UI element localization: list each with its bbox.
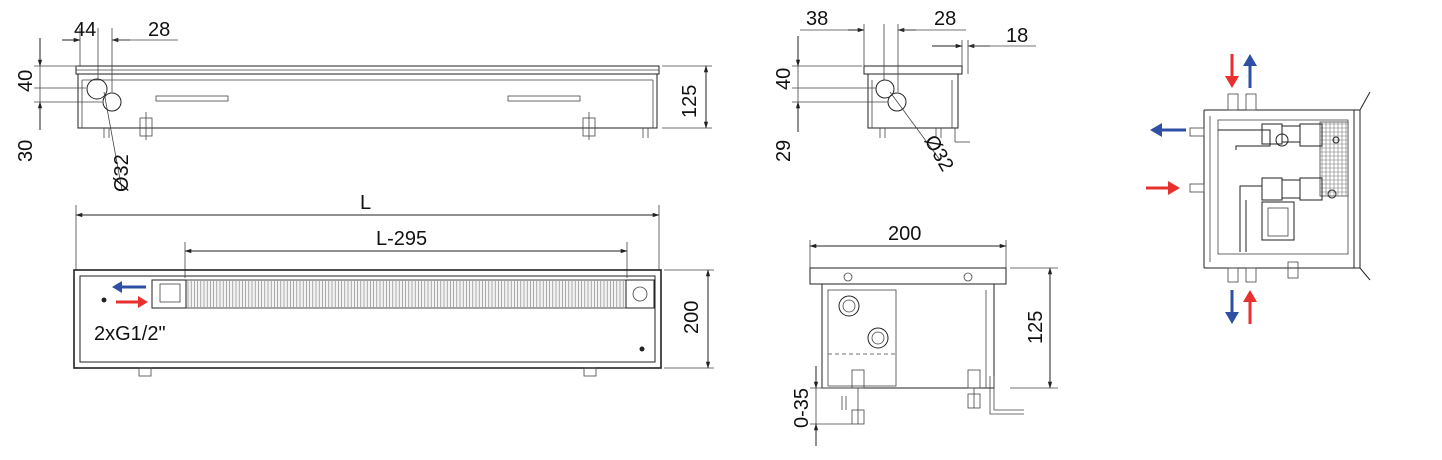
dim-29: 29 [773, 140, 795, 162]
dim-40: 40 [15, 70, 37, 92]
side-section-view: 44 28 40 30 125 Ø32 [15, 19, 712, 192]
plan-view: L L-295 2xG1/2" 200 [73, 192, 714, 377]
dim-38: 38 [806, 8, 828, 30]
dim-30: 30 [15, 140, 37, 162]
dim-L295: L-295 [376, 228, 427, 250]
dim-200-plan: 200 [681, 301, 703, 334]
dim-125-front: 125 [1025, 311, 1047, 344]
front-section-view: 200 125 0 [791, 223, 1058, 446]
dim-44: 44 [74, 19, 96, 41]
dim-d32: Ø32 [111, 154, 133, 192]
dim-0-35: 0-35 [791, 388, 813, 428]
dim-28-mid: 28 [934, 8, 956, 30]
dim-L: L [360, 192, 371, 214]
connection-label: 2xG1/2" [94, 323, 166, 345]
middle-section-view: 38 28 18 40 29 Ø32 [773, 8, 1036, 175]
dim-28: 28 [148, 19, 170, 41]
dim-125: 125 [679, 85, 701, 118]
detail-view [1146, 54, 1371, 324]
dim-200-front: 200 [888, 223, 921, 245]
dim-40-mid: 40 [773, 68, 795, 90]
dim-18: 18 [1006, 25, 1028, 47]
dim-d32-mid: Ø32 [920, 132, 958, 176]
